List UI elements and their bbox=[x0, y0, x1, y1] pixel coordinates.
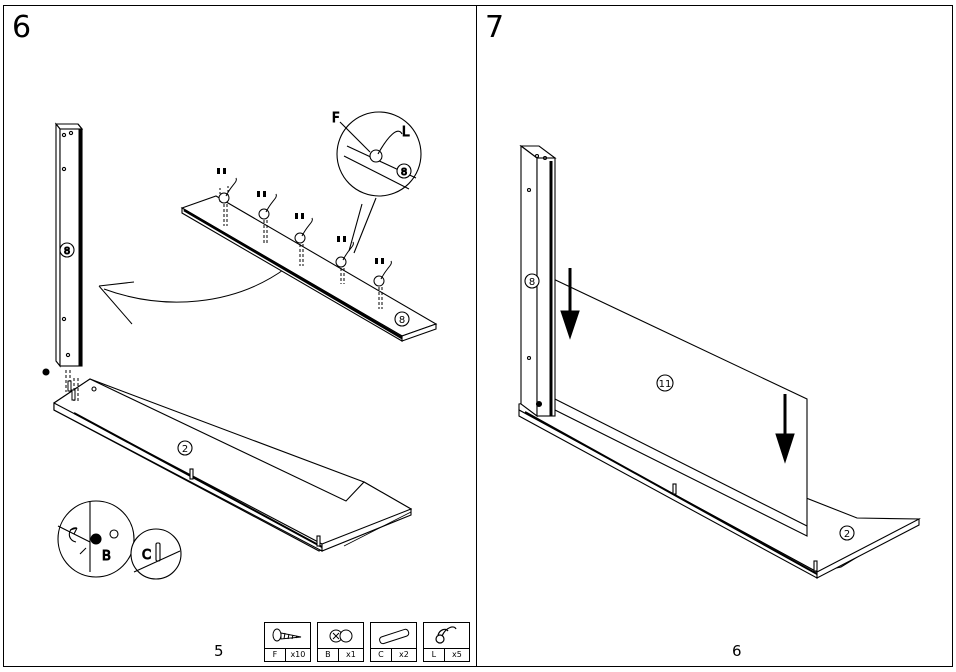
side-panel-8 bbox=[54, 122, 84, 368]
shelf-panel-8-label: 8 bbox=[399, 315, 405, 326]
dowel-connectors bbox=[65, 370, 79, 402]
callout-L-label: L bbox=[402, 125, 410, 140]
hook-detail-callout bbox=[336, 111, 422, 254]
side-panel-8 bbox=[519, 144, 557, 418]
cam-detail-circle bbox=[57, 500, 135, 578]
shelf-panel-8 bbox=[180, 195, 438, 342]
part-code: B bbox=[318, 649, 339, 661]
part-code: C bbox=[371, 649, 392, 661]
down-arrow-left bbox=[560, 268, 580, 340]
panel-8-label: 8 bbox=[64, 246, 70, 257]
page-number: 5 bbox=[214, 642, 224, 660]
step-6-illustration: 8 bbox=[42, 110, 438, 580]
screw-icon bbox=[272, 628, 302, 642]
callout-F-label: F bbox=[332, 111, 339, 126]
part-code: L bbox=[424, 649, 445, 661]
base-panel-2 bbox=[53, 378, 413, 552]
detail-B-label: B bbox=[102, 549, 111, 564]
panel-2-label: 2 bbox=[844, 529, 850, 540]
part-qty: x10 bbox=[290, 650, 306, 659]
down-arrow-right bbox=[775, 394, 795, 464]
callout-panel-8-label: 8 bbox=[401, 167, 407, 178]
step-number: 6 bbox=[12, 10, 32, 45]
page-number: 6 bbox=[732, 642, 742, 660]
hooks-group bbox=[218, 177, 392, 309]
step-number: 7 bbox=[485, 10, 505, 45]
cam-lock-icon bbox=[329, 629, 353, 643]
part-code: F bbox=[265, 649, 286, 661]
panel-11-label: 11 bbox=[659, 379, 672, 390]
part-qty: x1 bbox=[345, 650, 356, 659]
part-qty: x2 bbox=[398, 650, 409, 659]
detail-C-label: C bbox=[142, 548, 151, 563]
step-7-panel: 7 bbox=[476, 5, 953, 667]
part-qty: x5 bbox=[451, 650, 462, 659]
step-7-illustration: 8 11 2 bbox=[518, 144, 921, 579]
hook-icon bbox=[435, 626, 457, 644]
base-panel-2-label: 2 bbox=[182, 444, 188, 455]
panel-8-label: 8 bbox=[529, 277, 535, 288]
dowel-icon bbox=[379, 628, 410, 645]
dowel-detail-circle bbox=[130, 528, 182, 580]
step-6-panel: 6 8 bbox=[3, 5, 477, 667]
